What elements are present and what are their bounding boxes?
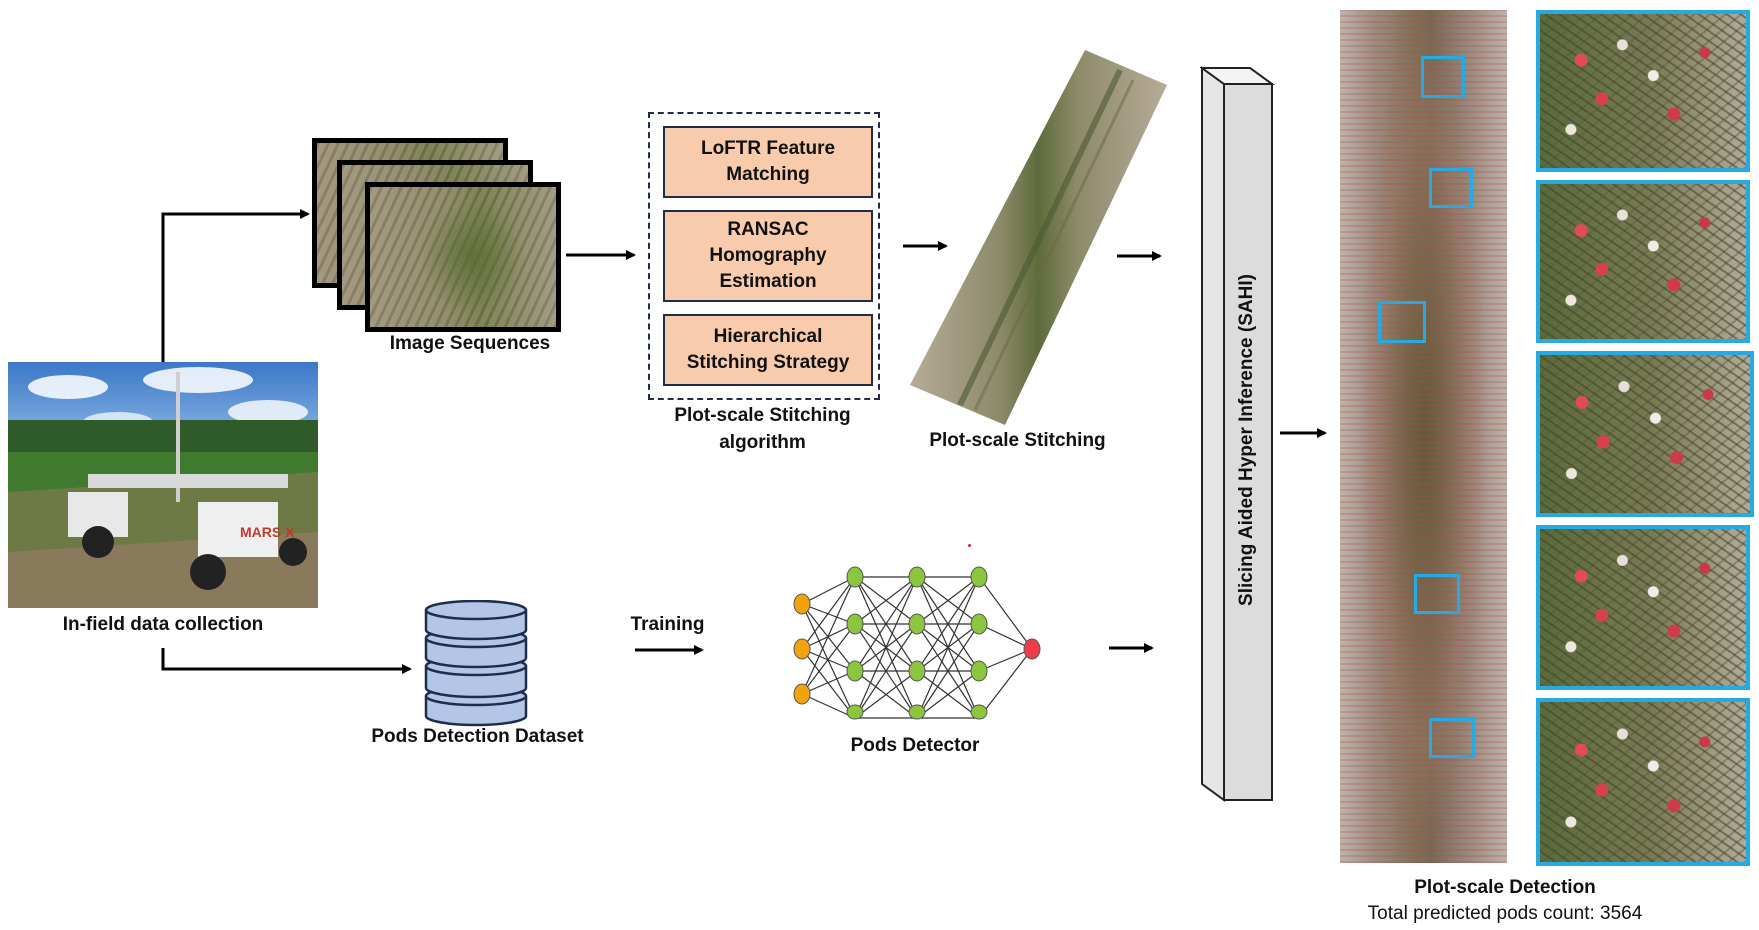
detection-crop-3 bbox=[1536, 351, 1754, 517]
detection-crop-1 bbox=[1536, 10, 1750, 172]
stitching-algorithm-panel bbox=[648, 112, 880, 400]
robot-logo-text: MARS X bbox=[240, 524, 295, 540]
sahi-block bbox=[1200, 66, 1276, 802]
pods-detector-label: Pods Detector bbox=[850, 735, 980, 756]
stray-dot bbox=[968, 544, 971, 547]
detection-box bbox=[1421, 56, 1465, 98]
input-node bbox=[793, 638, 811, 660]
detection-box bbox=[1378, 301, 1426, 343]
algo-step-ransac: RANSAC Homography Estimation bbox=[663, 210, 873, 302]
stitching-algorithm-label: Plot-scale Stitching algorithm bbox=[674, 405, 851, 453]
algo-step-hierarchical: Hierarchical Stitching Strategy bbox=[663, 314, 873, 386]
in-field-label: In-field data collection bbox=[62, 614, 264, 635]
detection-crop-2 bbox=[1536, 180, 1750, 343]
algo-step-ransac-text: RANSAC Homography Estimation bbox=[709, 219, 827, 292]
pods-detector-network bbox=[793, 566, 1041, 720]
algo-step-loftr-text: LoFTR Feature Matching bbox=[700, 138, 836, 185]
total-count-label: Total predicted pods count: 3564 bbox=[1367, 903, 1643, 924]
detection-box bbox=[1414, 574, 1460, 614]
robot-photo: MARS X bbox=[8, 362, 318, 608]
image-frame-3 bbox=[365, 182, 561, 332]
output-node bbox=[1023, 638, 1041, 660]
plot-detection-image bbox=[1340, 10, 1507, 863]
input-node bbox=[793, 683, 811, 705]
input-node bbox=[793, 593, 811, 615]
plot-detection-label: Plot-scale Detection bbox=[1414, 877, 1596, 898]
algo-step-hierarchical-text: Hierarchical Stitching Strategy bbox=[686, 326, 850, 373]
detection-crop-4 bbox=[1536, 525, 1750, 690]
database-icon bbox=[424, 600, 528, 727]
plot-stitching-label: Plot-scale Stitching bbox=[929, 430, 1106, 451]
stitched-plot-image bbox=[910, 50, 1167, 425]
algo-step-loftr: LoFTR Feature Matching bbox=[663, 126, 873, 198]
detection-crop-5 bbox=[1536, 698, 1750, 866]
training-label: Training bbox=[630, 614, 705, 635]
pods-dataset-label: Pods Detection Dataset bbox=[371, 726, 584, 747]
image-sequences-label: Image Sequences bbox=[389, 333, 551, 354]
detection-box bbox=[1429, 718, 1475, 758]
detection-box bbox=[1429, 168, 1473, 208]
